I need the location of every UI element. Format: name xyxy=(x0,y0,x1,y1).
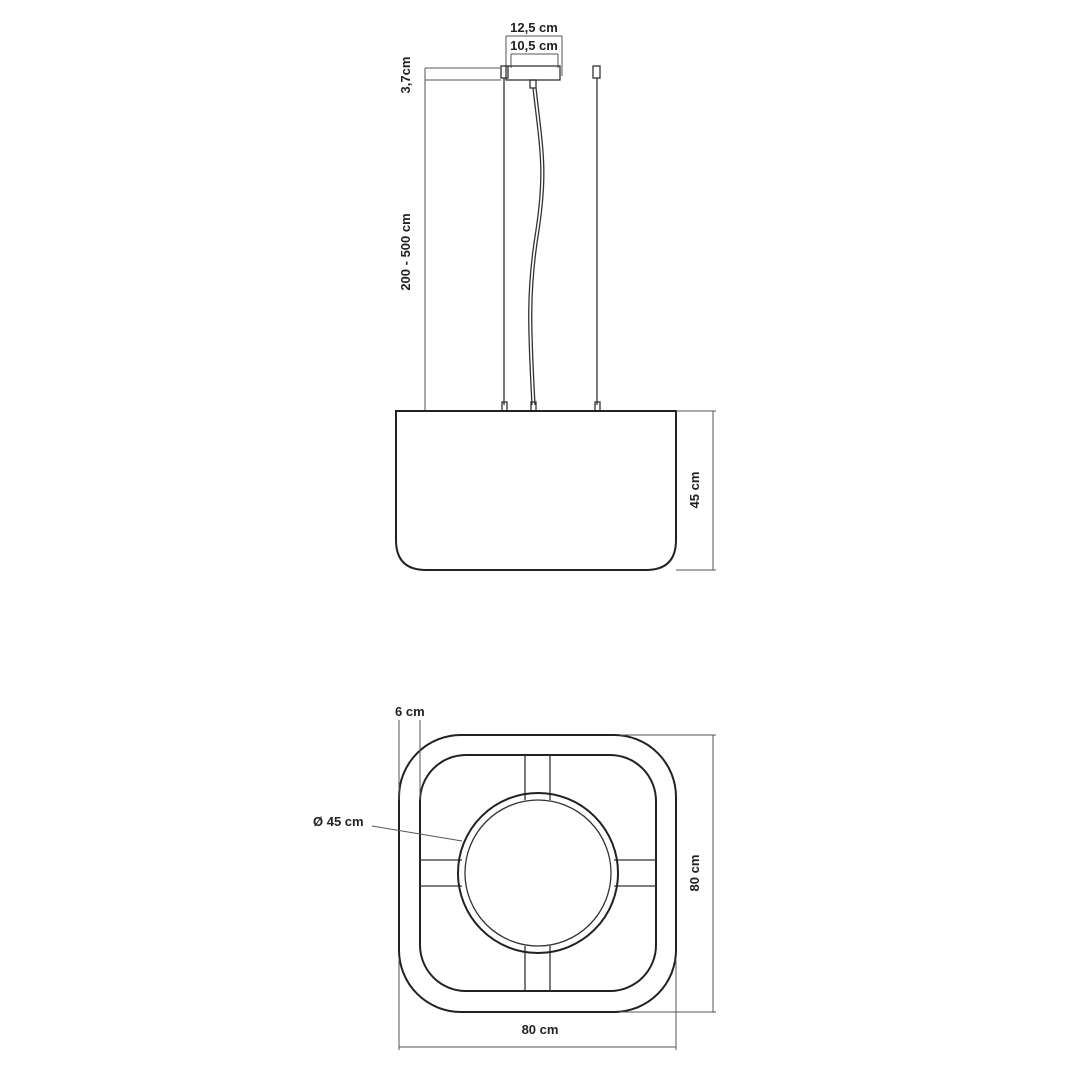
cable-clamp-left xyxy=(500,65,509,79)
power-cord xyxy=(528,87,542,406)
diameter-leader-line xyxy=(371,825,463,842)
body-height-label: 45 cm xyxy=(687,472,702,509)
top-view: Ø 45 cm 6 cm 80 cm 80 cm xyxy=(313,704,716,1050)
diffuser-outer-ring xyxy=(457,792,619,954)
width-label: 80 cm xyxy=(522,1022,559,1037)
diffuser-diameter-label: Ø 45 cm xyxy=(313,814,364,829)
cable-clamp-right xyxy=(592,65,601,79)
lamp-body-side xyxy=(395,410,677,571)
canopy-width-dimensions xyxy=(505,35,563,76)
depth-label: 80 cm xyxy=(687,855,702,892)
side-view: 12,5 cm 10,5 cm 3,7cm 200 - 500 cm 45 cm xyxy=(395,20,716,571)
suspension-length-label: 200 - 500 cm xyxy=(398,213,413,290)
canopy-height-label: 3,7cm xyxy=(398,57,413,94)
canopy-outer-width-label: 12,5 cm xyxy=(510,20,558,35)
frame-width-label: 6 cm xyxy=(395,704,425,719)
ceiling-canopy xyxy=(505,65,561,81)
canopy-inner-width-label: 10,5 cm xyxy=(510,38,558,53)
diffuser-inner-ring xyxy=(464,799,612,947)
inner-frame xyxy=(419,754,657,992)
frame-spokes xyxy=(420,755,656,991)
outer-frame xyxy=(398,734,677,1013)
power-cord-grip xyxy=(529,79,537,89)
